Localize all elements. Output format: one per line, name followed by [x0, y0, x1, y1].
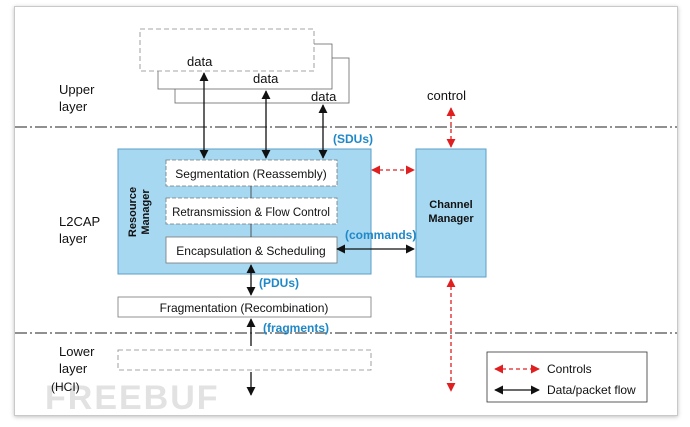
diagram-frame: FREEBUF Upper layer L2CAP layer Lower la…: [14, 6, 678, 417]
l2cap-architecture-diagram: FREEBUF Upper layer L2CAP layer Lower la…: [15, 28, 677, 417]
channel-manager-label-line1: Channel: [429, 199, 472, 211]
data-box-1: [139, 28, 315, 72]
upper-layer-label-line1: Upper: [59, 82, 95, 97]
encapsulation-label: Encapsulation & Scheduling: [176, 244, 325, 258]
lower-layer-label-line2: layer: [59, 361, 88, 376]
hci-label: (HCI): [51, 380, 80, 394]
channel-manager-label-line2: Manager: [428, 213, 474, 225]
control-label: control: [427, 88, 466, 103]
fragmentation-block: [117, 296, 372, 318]
commands-label: (commands): [345, 228, 416, 242]
segmentation-label: Segmentation (Reassembly): [175, 167, 326, 181]
channel-manager-box: [415, 148, 487, 278]
lower-layer-label-line1: Lower: [59, 344, 95, 359]
legend-data-flow-label: Data/packet flow: [547, 383, 636, 397]
data-label-2: data: [253, 71, 279, 86]
encapsulation-block: [165, 236, 338, 264]
segmentation-block: [165, 159, 338, 187]
l2cap-layer-label-line1: L2CAP: [59, 214, 100, 229]
retransmission-block: [165, 197, 338, 225]
data-label-3: data: [311, 89, 337, 104]
pdus-label: (PDUs): [259, 276, 299, 290]
sdus-label: (SDUs): [333, 132, 373, 146]
watermark-text: FREEBUF: [45, 379, 220, 415]
resource-manager-label-line2: Manager: [140, 189, 152, 235]
lower-layer-dashed-box: [117, 349, 372, 371]
data-label-1: data: [187, 54, 213, 69]
l2cap-layer-label-line2: layer: [59, 231, 88, 246]
fragmentation-label: Fragmentation (Recombination): [160, 301, 329, 315]
legend-controls-label: Controls: [547, 362, 592, 376]
upper-layer-label-line2: layer: [59, 99, 88, 114]
fragments-label: (fragments): [263, 321, 329, 335]
retransmission-label: Retransmission & Flow Control: [172, 207, 330, 219]
resource-manager-label-line1: Resource: [127, 187, 139, 237]
